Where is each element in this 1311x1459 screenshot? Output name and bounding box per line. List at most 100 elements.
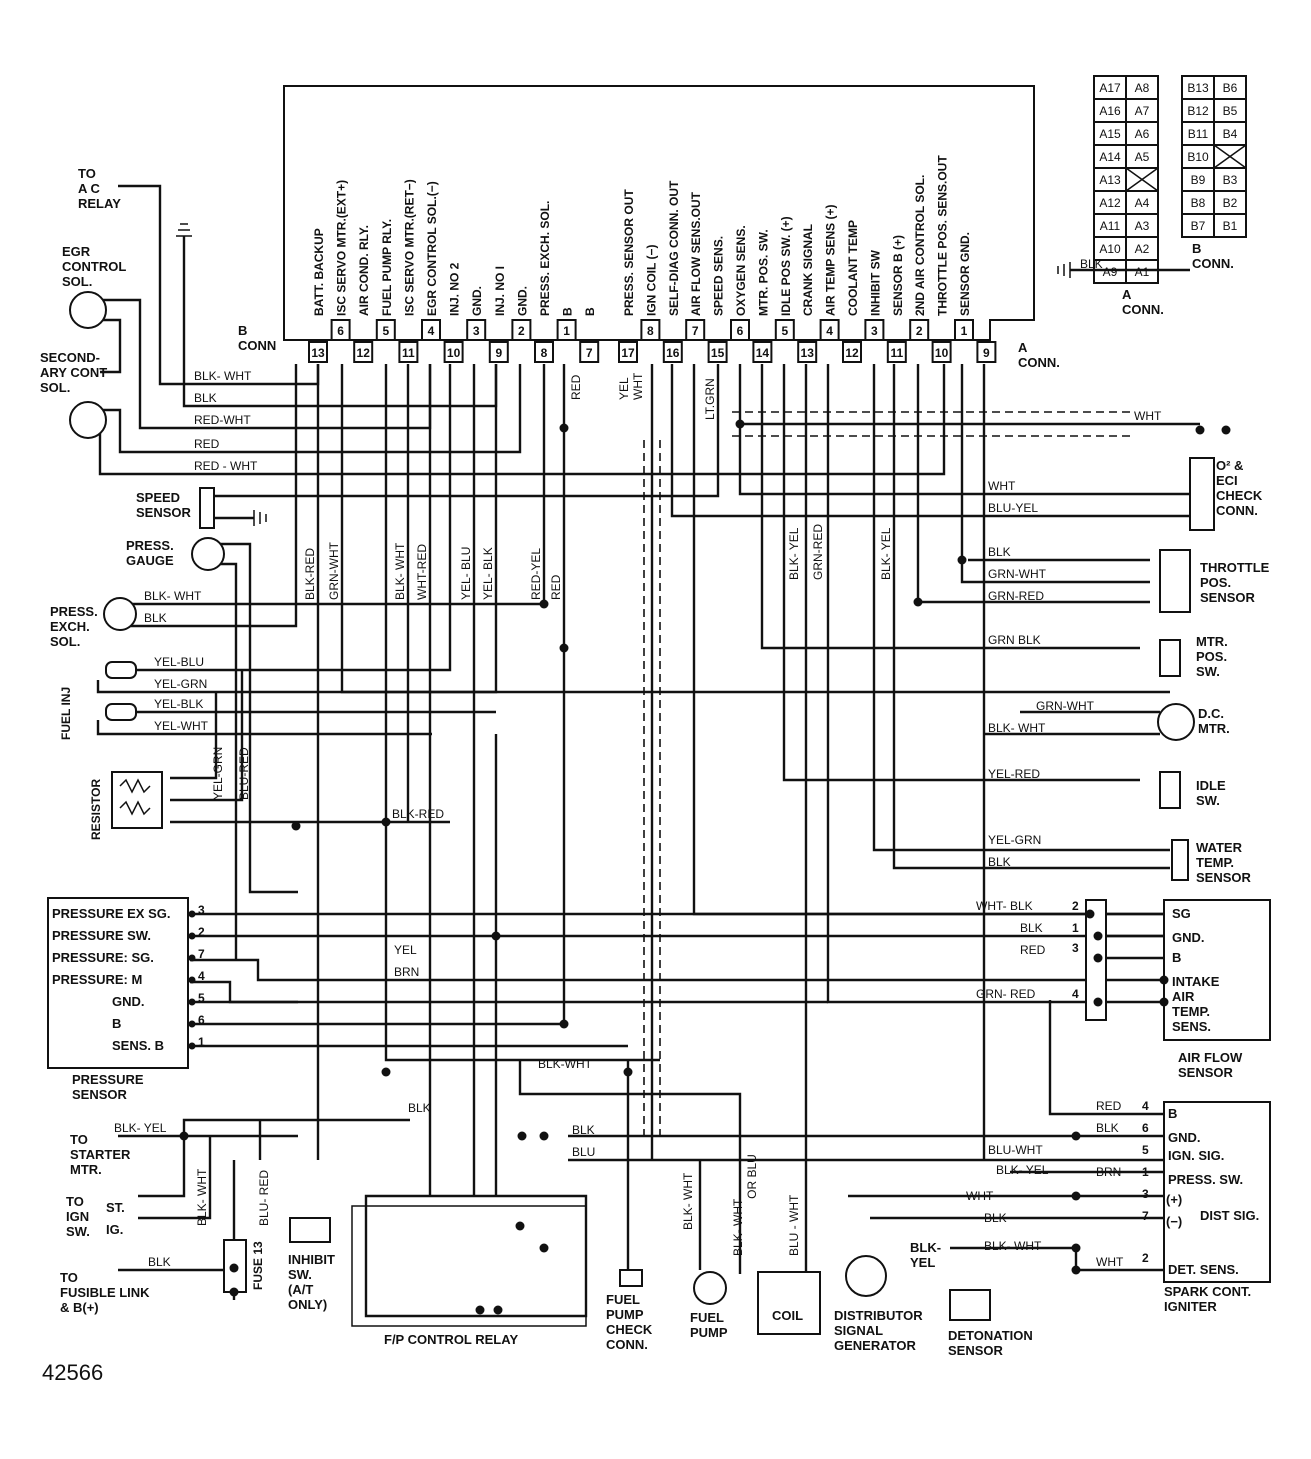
ecu-pin-box: [662, 341, 683, 363]
wire-label: BLK- WHT: [195, 1168, 209, 1226]
ecu-pin-box: [308, 341, 328, 363]
legend-cell-label: A6: [1135, 127, 1150, 141]
igniter-pin-number: 7: [1142, 1209, 1149, 1223]
ecu-pin-label: SELF-DIAG CONN. OUT: [667, 180, 681, 316]
wire-label: BLK: [984, 1211, 1007, 1225]
ecu-pin-label: PRESS. EXCH. SOL.: [538, 201, 552, 316]
fp-relay-label: F/P CONTROL RELAY: [384, 1332, 518, 1347]
ecu-pin-label: B: [583, 307, 597, 316]
ecu-pin-label: EGR CONTROL SOL.(−): [425, 181, 439, 316]
fuel-inj-label: FUEL INJ: [59, 687, 73, 740]
wire-label: WHT: [1134, 409, 1162, 423]
junction-dot: [913, 597, 923, 607]
junction-dot: [539, 599, 549, 609]
wire-label: YEL-GRN: [211, 747, 225, 800]
airflow-pin-number: 2: [1072, 899, 1079, 913]
wire-label: BLK- WHT: [393, 542, 407, 600]
wire-label: BLK: [148, 1255, 171, 1269]
junction-dot: [475, 1305, 485, 1315]
pin-dot: [188, 998, 196, 1006]
junction-dot: [381, 1067, 391, 1077]
legend-cell-empty: [1125, 167, 1159, 192]
wire-label: BLU- RED: [257, 1170, 271, 1226]
legend-cell-label: B2: [1223, 196, 1238, 210]
pressure-pin-number: 2: [198, 925, 205, 939]
ecu-pin-number: 10: [935, 346, 949, 360]
ecu-pin-label: GND.: [515, 286, 529, 316]
wire-label: RED: [1096, 1099, 1122, 1113]
igniter-pin-label: DIST SIG.: [1200, 1208, 1259, 1223]
pressure-pin-label: PRESSURE: SG.: [52, 950, 154, 965]
junction-dot: [491, 931, 501, 941]
wire-label: YEL-GRN: [988, 833, 1041, 847]
igniter-pin-number: 3: [1142, 1187, 1149, 1201]
junction-dot: [539, 1243, 549, 1253]
junction-dot: [1071, 1191, 1081, 1201]
junction-dot: [539, 1131, 549, 1141]
pressure-pin-number: 4: [198, 969, 205, 983]
ecu-pin-box: [797, 341, 818, 363]
ecu-pin-box: [886, 341, 907, 363]
legend-cell-label: B7: [1191, 219, 1206, 233]
press-gauge-label: PRESS.GAUGE: [126, 538, 174, 568]
ecu-pin-number: 16: [666, 346, 680, 360]
ecu-pin-number: 11: [890, 346, 903, 360]
wire-label: YEL-WHT: [154, 719, 209, 733]
resistor-label: RESISTOR: [89, 779, 103, 840]
wire-label: BLK- WHTOR BLU: [731, 1154, 759, 1256]
ecu-pin-number: 13: [311, 346, 325, 360]
legend-cell-label: A7: [1135, 104, 1150, 118]
pin-dot: [188, 1020, 196, 1028]
junction-dot: [1071, 1131, 1081, 1141]
dist-gen-wire-label: BLK-YEL: [910, 1240, 941, 1270]
legend-cell-label: A10: [1099, 242, 1121, 256]
mtr-pos-sw-label: MTR.POS.SW.: [1196, 634, 1228, 679]
pressure-pin-number: 5: [198, 991, 205, 1005]
ign-ig-label: IG.: [106, 1222, 123, 1237]
ecu-pin-label: THROTTLE POS. SENS.OUT: [936, 155, 950, 316]
wire-label: BLU-RED: [237, 747, 251, 800]
ecu-pin-box: [466, 319, 487, 341]
ecu-pin-label: SENSOR B (+): [891, 235, 905, 316]
legend-cell-label: A14: [1099, 150, 1121, 164]
igniter-pin-number: 6: [1142, 1121, 1149, 1135]
wire-label: YEL-GRN: [154, 677, 207, 691]
igniter-pin-label: PRESS. SW.: [1168, 1172, 1243, 1187]
wire-label: WHT: [966, 1189, 994, 1203]
junction-dot: [515, 1221, 525, 1231]
ecu-pin-number: 9: [495, 346, 502, 360]
pin-dot: [188, 1042, 196, 1050]
wire-label: BLK: [408, 1101, 431, 1115]
wire-label: BLK: [1020, 921, 1043, 935]
junction-dot: [623, 1067, 633, 1077]
ecu-pin-box: [556, 319, 577, 341]
airflow-pin-label: B: [1172, 950, 1181, 965]
legend-cell-label: A16: [1099, 104, 1121, 118]
igniter-pin-label: B: [1168, 1106, 1177, 1121]
components: [47, 223, 1271, 1335]
junction-dot: [735, 419, 745, 429]
junction-dot: [1085, 909, 1095, 919]
legend-cell-label: A3: [1135, 219, 1150, 233]
junction-dot: [559, 1019, 569, 1029]
ecu-pin-box: [864, 319, 885, 341]
wire-label: BRN: [1096, 1165, 1121, 1179]
legend-cell-label: A15: [1099, 127, 1121, 141]
junction-dot: [1221, 425, 1231, 435]
wire-label: YEL: [617, 377, 631, 400]
ecu-pin-box: [398, 341, 419, 363]
wire-label: GRN-WHT: [988, 567, 1047, 581]
junction-dot: [381, 817, 391, 827]
ecu-pin-box: [685, 319, 706, 341]
igniter-pin-number: 5: [1142, 1143, 1149, 1157]
wire-label: BLK- YEL: [879, 527, 893, 580]
legend-cell-label: B13: [1187, 81, 1209, 95]
